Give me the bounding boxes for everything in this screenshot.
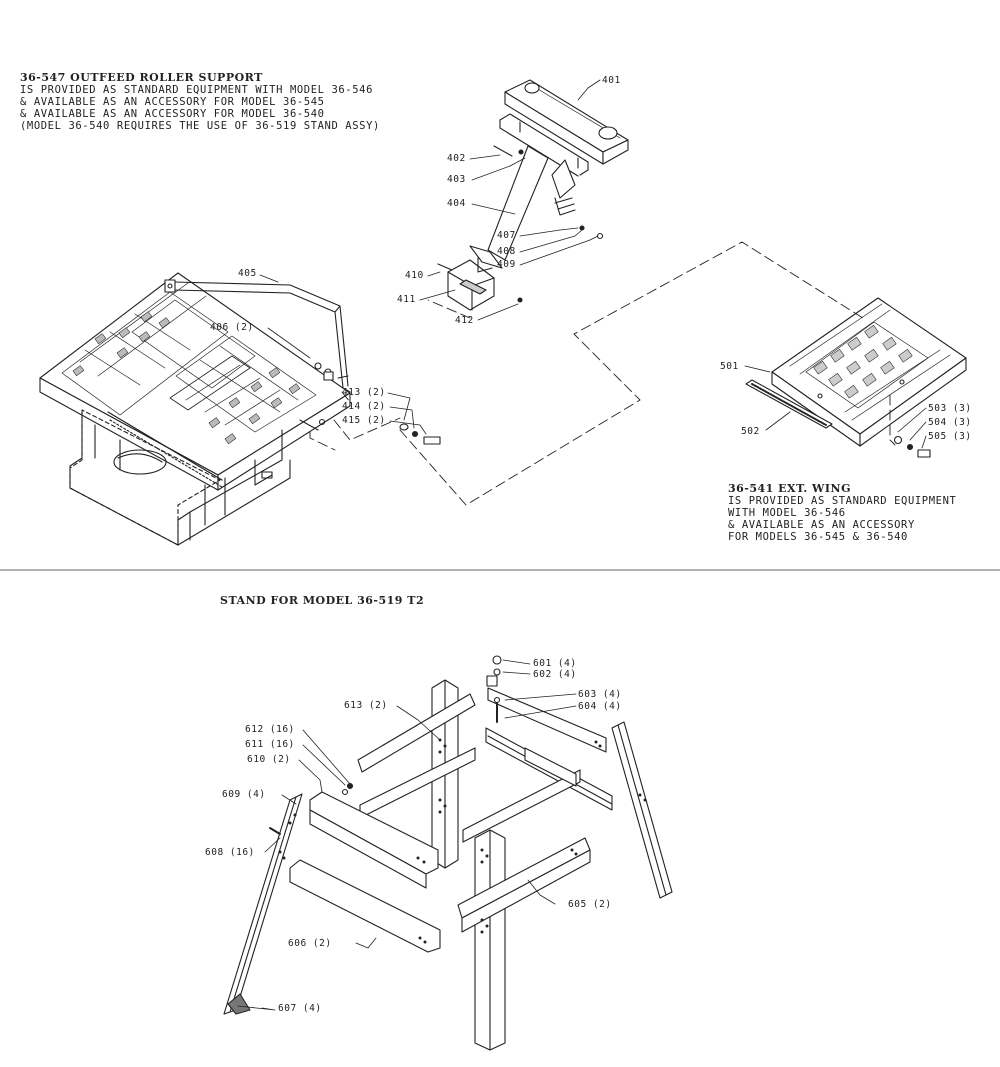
outfeed-line: IS PROVIDED AS STANDARD EQUIPMENT WITH M… [20, 84, 373, 96]
callout-406: 406 (2) [210, 322, 254, 333]
callout-411: 411 [397, 294, 416, 305]
outfeed-title: 36-547 OUTFEED ROLLER SUPPORT [20, 71, 263, 84]
callout-603: 603 (4) [578, 689, 622, 700]
callout-606: 606 (2) [288, 938, 332, 949]
callout-501: 501 [720, 361, 739, 372]
callout-413: 413 (2) [342, 387, 386, 398]
callout-608: 608 (16) [205, 847, 255, 858]
callout-605: 605 (2) [568, 899, 612, 910]
callout-601: 601 (4) [533, 658, 577, 669]
hardware-413-415 [399, 423, 441, 445]
callout-410: 410 [405, 270, 424, 281]
bolts-406 [314, 362, 334, 381]
callout-412: 412 [455, 315, 474, 326]
ext-wing-drawing [745, 297, 967, 458]
leader-lines [237, 79, 927, 1011]
callout-613: 613 (2) [344, 700, 388, 711]
callout-607: 607 (4) [278, 1003, 322, 1014]
callout-401: 401 [602, 75, 621, 86]
callout-405: 405 [238, 268, 257, 279]
callout-504: 504 (3) [928, 417, 972, 428]
callout-403: 403 [447, 174, 466, 185]
wing-line: & AVAILABLE AS AN ACCESSORY [728, 519, 915, 531]
callout-610: 610 (2) [247, 754, 291, 765]
wing-description: 36-541 EXT. WING IS PROVIDED AS STANDARD… [728, 482, 957, 544]
outfeed-line: & AVAILABLE AS AN ACCESSORY FOR MODEL 36… [20, 108, 325, 120]
callout-408: 408 [497, 246, 516, 257]
outfeed-roller-drawing [437, 79, 629, 311]
outfeed-line: & AVAILABLE AS AN ACCESSORY FOR MODEL 36… [20, 96, 325, 108]
stand-title: STAND FOR MODEL 36-519 T2 [220, 594, 425, 607]
outfeed-line: (MODEL 36-540 REQUIRES THE USE OF 36-519… [20, 120, 380, 132]
callout-414: 414 (2) [342, 401, 386, 412]
wing-title: 36-541 EXT. WING [728, 482, 851, 495]
wing-line: IS PROVIDED AS STANDARD EQUIPMENT [728, 495, 957, 507]
callout-415: 415 (2) [342, 415, 386, 426]
callout-602: 602 (4) [533, 669, 577, 680]
callout-503: 503 (3) [928, 403, 972, 414]
support-arm-405 [164, 279, 351, 393]
outfeed-description: 36-547 OUTFEED ROLLER SUPPORT IS PROVIDE… [20, 71, 380, 133]
callout-402: 402 [447, 153, 466, 164]
callout-404: 404 [447, 198, 466, 209]
callout-612: 612 (16) [245, 724, 295, 735]
callout-505: 505 (3) [928, 431, 972, 442]
wing-line: WITH MODEL 36-546 [728, 507, 846, 519]
callout-409: 409 [497, 259, 516, 270]
callout-609: 609 (4) [222, 789, 266, 800]
stand-drawing [223, 655, 673, 1051]
callout-407: 407 [497, 230, 516, 241]
callout-604: 604 (4) [578, 701, 622, 712]
assembly-path [309, 241, 896, 506]
wing-line: FOR MODELS 36-545 & 36-540 [728, 531, 908, 543]
callout-502: 502 [741, 426, 760, 437]
table-saw-drawing [39, 272, 351, 546]
callout-611: 611 (16) [245, 739, 295, 750]
